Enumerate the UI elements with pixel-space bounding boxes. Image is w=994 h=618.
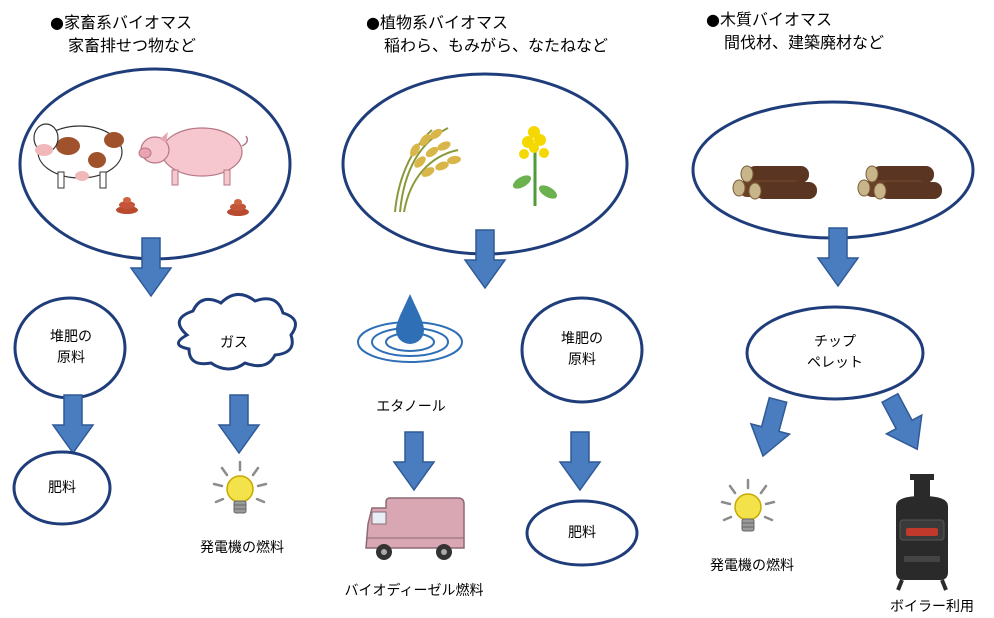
manure-icon-cow bbox=[116, 197, 138, 214]
arrow-ethanol-to-biodiesel bbox=[393, 431, 435, 491]
arrow-compost-to-fertilizer-livestock bbox=[52, 394, 94, 454]
chip-pellet-oval bbox=[745, 305, 925, 401]
ethanol-label: エタノール bbox=[376, 399, 446, 415]
gas-label: ガス bbox=[220, 335, 248, 351]
pig-illustration bbox=[138, 127, 249, 186]
wood-header: ●木質バイオマス 間伐材、建築廃材など bbox=[706, 8, 884, 54]
arrow-to-compost-and-gas bbox=[130, 237, 172, 297]
fertilizer-label-livestock: 肥料 bbox=[48, 480, 76, 496]
compost-material-label-plant: 堆肥の 原料 bbox=[552, 329, 612, 371]
generator-fuel-label-wood: 発電機の燃料 bbox=[710, 558, 794, 574]
compost-label-line2: 原料 bbox=[568, 352, 596, 368]
biodiesel-label: バイオディーゼル燃料 bbox=[344, 583, 484, 599]
plant-heading: ●植物系バイオマス bbox=[366, 13, 508, 32]
compost-label-line1: 堆肥の bbox=[561, 331, 603, 347]
rice-plant-illustration bbox=[394, 127, 461, 213]
pellet-label: ペレット bbox=[807, 355, 863, 371]
arrow-to-generator-wood bbox=[742, 394, 799, 462]
wood-examples: 間伐材、建築廃材など bbox=[724, 33, 885, 52]
arrow-to-boiler bbox=[871, 387, 936, 460]
compost-label-line2: 原料 bbox=[57, 350, 85, 366]
arrow-to-ethanol-and-compost bbox=[464, 229, 506, 289]
livestock-examples: 家畜排せつ物など bbox=[68, 36, 197, 55]
fertilizer-label-plant: 肥料 bbox=[568, 525, 596, 541]
light-bulb-icon-wood bbox=[720, 478, 776, 533]
fertilizer-circle-livestock bbox=[12, 450, 112, 526]
compost-material-circle-plant bbox=[520, 296, 644, 404]
compost-material-label-livestock: 堆肥の 原料 bbox=[40, 327, 102, 369]
chip-label: チップ bbox=[814, 334, 856, 350]
chip-pellet-label: チップ ペレット bbox=[795, 332, 875, 374]
light-bulb-icon-livestock bbox=[212, 460, 268, 515]
manure-icon-pig bbox=[227, 199, 249, 216]
logs-icon-right bbox=[857, 165, 943, 200]
livestock-header: ●家畜系バイオマス 家畜排せつ物など bbox=[50, 11, 196, 57]
fertilizer-circle-plant bbox=[525, 499, 639, 567]
gas-cloud bbox=[177, 293, 297, 371]
ethanol-drop-icon bbox=[357, 294, 463, 363]
cow-illustration bbox=[33, 123, 124, 189]
boiler-label: ボイラー利用 bbox=[890, 599, 974, 615]
plant-biomass-oval bbox=[341, 72, 629, 256]
generator-fuel-label-livestock: 発電機の燃料 bbox=[200, 540, 284, 556]
plant-examples: 稲わら、もみがら、なたねなど bbox=[384, 36, 609, 55]
livestock-heading: ●家畜系バイオマス bbox=[50, 13, 192, 32]
wood-heading: ●木質バイオマス bbox=[706, 10, 832, 29]
wood-stove-illustration bbox=[896, 474, 948, 591]
arrow-gas-to-generator-livestock bbox=[218, 394, 260, 454]
arrow-compost-to-fertilizer-plant bbox=[559, 431, 601, 491]
logs-icon-left bbox=[732, 165, 818, 200]
plant-header: ●植物系バイオマス 稲わら、もみがら、なたねなど bbox=[366, 11, 608, 57]
van-illustration bbox=[365, 497, 465, 560]
rapeseed-flower-illustration bbox=[512, 126, 558, 206]
compost-label-line1: 堆肥の bbox=[50, 329, 92, 345]
